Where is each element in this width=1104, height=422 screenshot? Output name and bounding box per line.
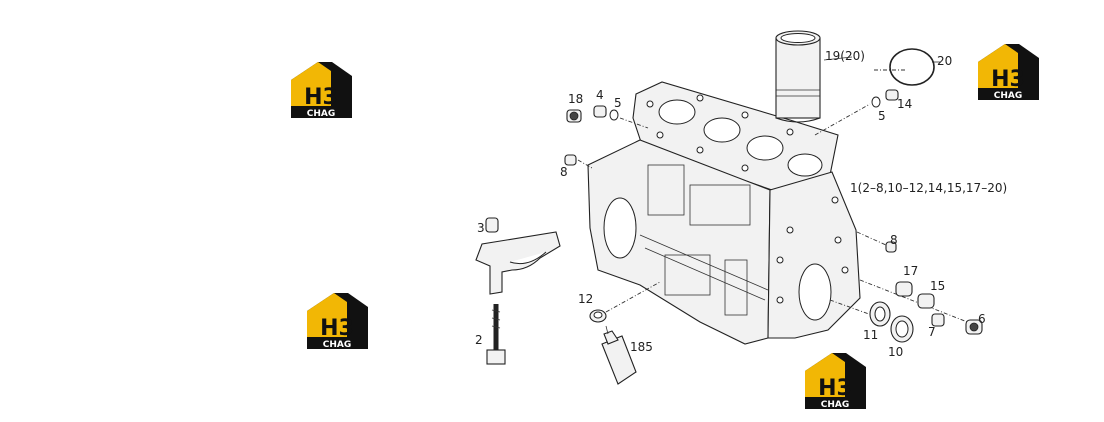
side-hole — [831, 196, 839, 204]
bearing-cap — [475, 217, 561, 295]
callout-18: 18 — [568, 92, 583, 106]
callout-2: 2 — [475, 333, 483, 347]
plug-12-bore — [593, 311, 603, 319]
plug-18 — [566, 109, 582, 123]
bolt-thread — [491, 325, 501, 329]
crank-bore — [603, 197, 637, 259]
leader-line-8b — [856, 231, 887, 246]
liner-bottom — [775, 117, 821, 123]
bearing-cap-arc — [509, 251, 547, 265]
plug-8b — [885, 241, 897, 253]
callout-3: 3 — [477, 221, 485, 235]
deck-hole — [741, 111, 749, 119]
callout-12: 12 — [578, 292, 593, 306]
cylinder-block — [587, 81, 861, 345]
callout-19: 19(20) — [825, 49, 865, 63]
callout-5a: 5 — [614, 96, 622, 110]
deck-hole — [696, 94, 704, 102]
bushing-17 — [895, 281, 913, 297]
side-hole — [776, 296, 784, 304]
callout-1: 1(2–8,10–12,14,15,17–20) — [850, 181, 1007, 195]
washer-5b — [871, 96, 881, 108]
callout-17: 17 — [903, 264, 918, 278]
side-hole — [776, 256, 784, 264]
side-hole — [786, 226, 794, 234]
callout-14: 14 — [897, 97, 912, 111]
rear-bore — [798, 263, 832, 321]
callout-185: 185 — [630, 340, 653, 354]
seal-10-bore — [895, 320, 909, 338]
callout-15: 15 — [930, 279, 945, 293]
callout-6: 6 — [978, 312, 986, 326]
bolt-head — [486, 349, 506, 365]
block-right-side — [767, 171, 861, 339]
cylinder-liner — [775, 30, 821, 123]
plug-14 — [885, 89, 899, 101]
plug-6-end — [969, 322, 979, 332]
bolt-2 — [486, 304, 506, 365]
deck-hole — [646, 100, 654, 108]
cylinder-bore-1 — [658, 99, 696, 125]
callout-7: 7 — [928, 325, 936, 339]
logo-watermark-1: H3 CHAG — [291, 62, 352, 119]
logo-caption-text: CHAG — [323, 340, 352, 350]
leader-line-19 — [823, 56, 853, 61]
callout-8b: 8 — [890, 233, 898, 247]
logo-mark-text: H3 — [320, 316, 354, 341]
callout-4: 4 — [596, 88, 604, 102]
logo-caption-text: CHAG — [994, 91, 1023, 101]
seal-11-bore — [874, 306, 886, 322]
cylinder-bore-2 — [703, 117, 741, 143]
deck-hole — [741, 164, 749, 172]
logo-watermark-4: H3 CHAG — [805, 353, 866, 410]
o-ring — [889, 48, 935, 86]
sealant-tube — [601, 325, 637, 385]
logo-mark-text: H3 — [304, 85, 338, 110]
washer-5a — [609, 109, 619, 121]
deck-hole — [696, 146, 704, 154]
callouts: 18 4 5 8 3 2 12 185 19(20) 20 5 14 1(2–8… — [475, 49, 1007, 359]
logo-watermark-3: H3 CHAG — [307, 293, 368, 350]
plug-end — [569, 111, 579, 121]
cylinder-bore-4 — [787, 153, 823, 177]
bolt-thread — [491, 309, 501, 313]
liner-body — [775, 37, 821, 119]
bushing-15 — [917, 293, 935, 309]
tube-nozzle — [605, 325, 609, 335]
cylinder-bore-3 — [746, 135, 784, 161]
rib-line — [644, 247, 766, 301]
front-cover-recess — [689, 184, 751, 226]
dowel-3 — [485, 217, 499, 233]
logo-caption-text: CHAG — [307, 109, 336, 119]
callout-5b: 5 — [878, 109, 886, 123]
leader-line-12 — [605, 281, 661, 313]
callout-20: 20 — [937, 54, 952, 68]
callout-8a: 8 — [560, 165, 568, 179]
block-front-face — [587, 139, 771, 345]
logo-watermark-2: H3 CHAG — [978, 44, 1039, 101]
leader-line-6 — [859, 279, 976, 326]
bolt-thread — [491, 317, 501, 321]
leader-line-5b — [814, 103, 871, 136]
rib-line — [639, 234, 769, 291]
plug-8a — [564, 154, 577, 166]
callout-10: 10 — [888, 345, 903, 359]
side-channel — [724, 259, 748, 316]
side-hole — [834, 236, 842, 244]
side-hole — [841, 266, 849, 274]
tube-cap — [603, 330, 619, 345]
leader-line-8a — [577, 159, 593, 169]
liner-bore — [780, 33, 816, 43]
front-cover-recess — [647, 164, 685, 216]
plug-7 — [931, 313, 945, 327]
deck-hole — [786, 128, 794, 136]
deck-hole — [656, 131, 664, 139]
logo-caption-text: CHAG — [821, 400, 850, 410]
logo-mark-text: H3 — [991, 67, 1025, 92]
callout-11: 11 — [863, 328, 878, 342]
leader-line-5a — [619, 117, 649, 129]
plug-4 — [593, 105, 607, 118]
logo-mark-text: H3 — [818, 376, 852, 401]
